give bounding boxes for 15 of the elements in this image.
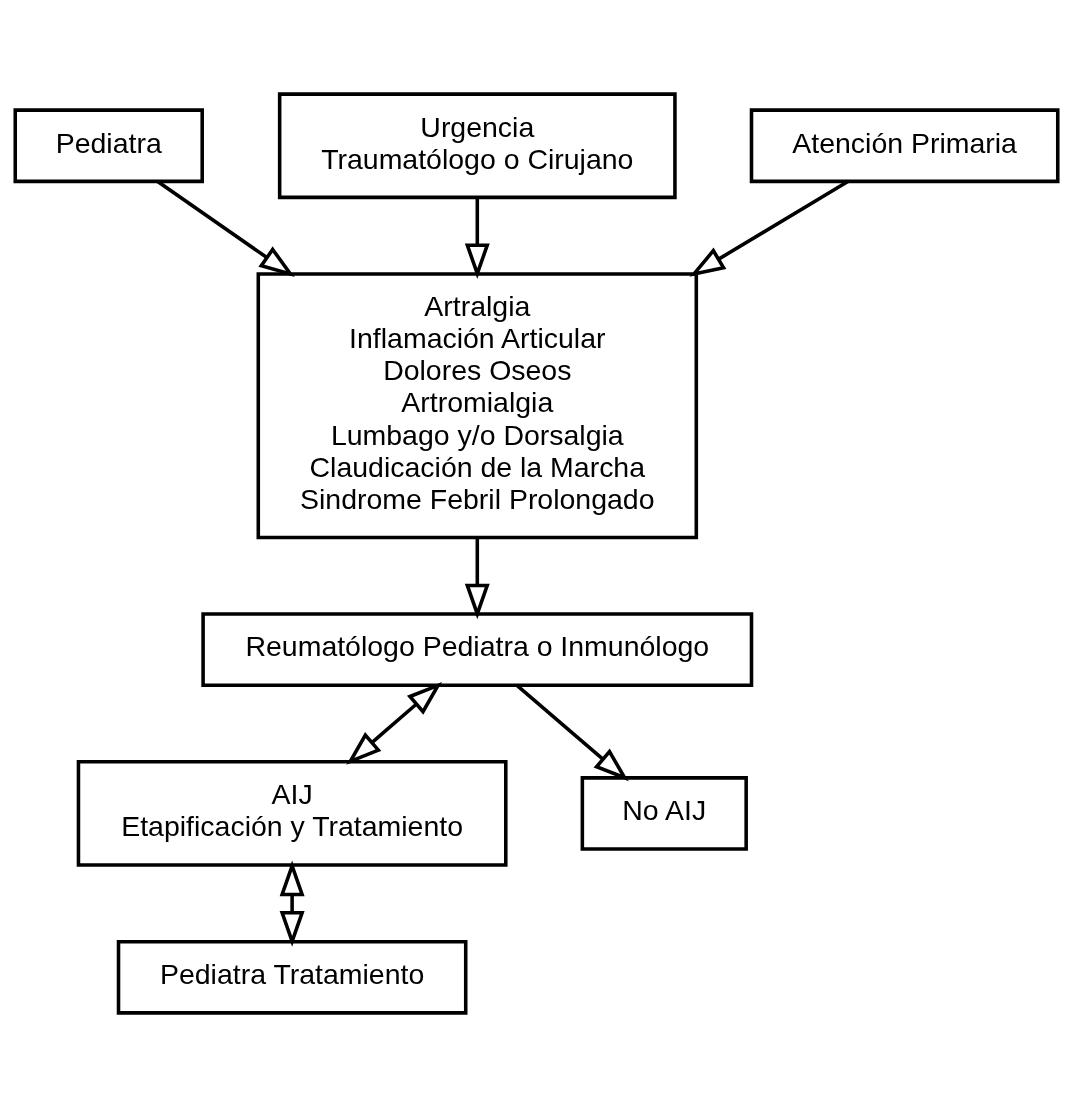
node-box: Urgencia Traumatólogo o Cirujano xyxy=(277,92,677,200)
node-box: Artralgia Inflamación Articular Dolores Oseos Artromialgia Lumbago y/o Dorsalgia Claudicación de la Marcha Sindrome Febril Prolongado xyxy=(256,272,699,540)
node-box: Pediatra xyxy=(13,108,204,184)
arrow xyxy=(279,860,305,947)
arrow xyxy=(346,681,443,765)
arrow xyxy=(464,197,490,280)
arrow xyxy=(464,537,490,620)
node-box: Atención Primaria xyxy=(749,108,1060,184)
arrow xyxy=(156,180,295,277)
node-box: Reumatólogo Pediatra o Inmunólogo xyxy=(201,612,754,688)
arrow xyxy=(689,180,849,277)
node-box: Pediatra Tratamiento xyxy=(116,939,468,1015)
node-box: AIJ Etapificación y Tratamiento xyxy=(76,760,508,867)
node-box: No AIJ xyxy=(580,776,748,851)
arrow xyxy=(515,684,629,782)
